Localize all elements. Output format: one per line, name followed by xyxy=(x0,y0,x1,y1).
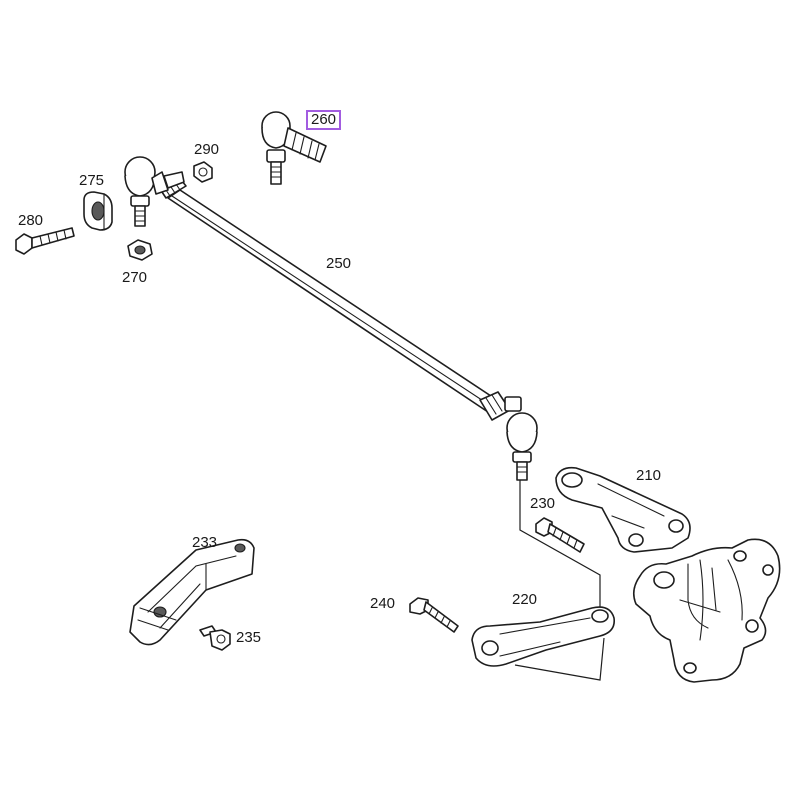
tie-rod-end-right[interactable] xyxy=(506,412,538,481)
callout-250[interactable]: 250 xyxy=(326,255,352,272)
callout-290[interactable]: 290 xyxy=(194,141,220,158)
tie-rod-250[interactable] xyxy=(157,175,522,421)
callout-233[interactable]: 233 xyxy=(192,534,218,551)
assembly-leader-lines xyxy=(514,480,605,681)
bracket-233[interactable] xyxy=(129,538,255,646)
callout-235[interactable]: 235 xyxy=(236,629,262,646)
nut-290[interactable] xyxy=(193,161,213,183)
callout-230[interactable]: 230 xyxy=(530,495,556,512)
nut-270[interactable] xyxy=(127,239,153,261)
callout-270[interactable]: 270 xyxy=(122,269,148,286)
steering-knuckle[interactable] xyxy=(632,538,781,683)
bolt-235[interactable] xyxy=(199,625,231,651)
tie-rod-end-260[interactable] xyxy=(261,111,327,185)
callout-210[interactable]: 210 xyxy=(636,467,662,484)
clamp-275[interactable] xyxy=(83,191,113,231)
callout-280[interactable]: 280 xyxy=(18,212,44,229)
drop-arm-220[interactable] xyxy=(471,606,616,667)
bolt-280[interactable] xyxy=(15,227,75,255)
callout-240[interactable]: 240 xyxy=(370,595,396,612)
steering-arm-210[interactable] xyxy=(555,466,691,553)
bolt-240[interactable] xyxy=(409,597,459,633)
bolt-230[interactable] xyxy=(535,517,585,553)
tie-rod-end-left[interactable] xyxy=(124,156,185,227)
callout-275[interactable]: 275 xyxy=(79,172,105,189)
callout-220[interactable]: 220 xyxy=(512,591,538,608)
callout-260[interactable]: 260 xyxy=(306,110,342,130)
